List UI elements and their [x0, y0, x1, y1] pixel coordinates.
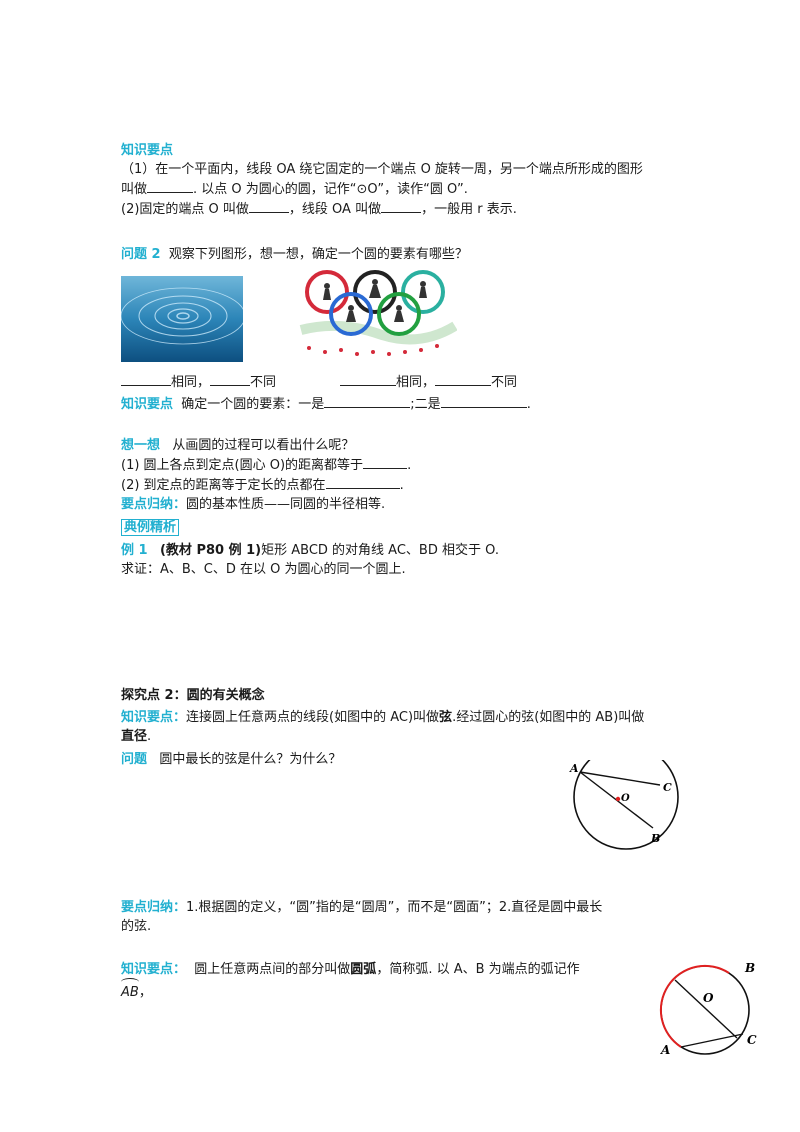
knowledge-heading: 知识要点： — [121, 962, 187, 977]
definition-line-3: (2)固定的端点 O 叫做，线段 OA 叫做，一般用 r 表示. — [121, 199, 681, 219]
question-label: 问题 2 — [121, 247, 161, 262]
blank — [363, 455, 408, 469]
blank — [435, 372, 492, 386]
knowledge-section-2: 知识要点 确定一个圆的要素：一是;二是. — [121, 394, 721, 414]
definition-line-1: （1）在一个平面内，线段 OA 绕它固定的一个端点 O 旋转一周，另一个端点所形… — [121, 162, 643, 177]
definition-line-2: 叫做. 以点 O 为圆心的圆，记作“⊙O”，读作“圆 O”. — [121, 179, 681, 199]
knowledge-section-4: 知识要点： 圆上任意两点间的部分叫做圆弧，简称弧. 以 A、B 为端点的弧记作 … — [121, 962, 580, 1002]
blank — [121, 372, 171, 386]
summary-label: 要点归纳： — [121, 900, 187, 915]
blank — [325, 475, 400, 489]
example-label: 例 1 — [121, 543, 148, 558]
question-label: 问题 — [121, 752, 148, 767]
proof-statement: 求证：A、B、C、D 在以 O 为圆心的同一个圆上. — [121, 562, 406, 577]
knowledge-heading: 知识要点 — [121, 397, 174, 412]
point-a-label: A — [569, 762, 579, 775]
center-o-label: O — [621, 793, 630, 804]
blank — [324, 394, 411, 408]
typical-examples-heading: 典例精析 — [121, 518, 681, 537]
summary-section-2: 要点归纳：1.根据圆的定义，“圆”指的是“圆周”，而不是“圆面”；2.直径是圆中… — [121, 900, 603, 934]
think-section: 想一想 从画圆的过程可以看出什么呢？ (1) 圆上各点到定点(圆心 O)的距离都… — [121, 438, 412, 512]
knowledge-section-1: 知识要点 （1）在一个平面内，线段 OA 绕它固定的一个端点 O 旋转一周，另一… — [121, 141, 681, 219]
blank — [210, 372, 251, 386]
summary-label: 要点归纳： — [121, 497, 187, 512]
water-ripple-image — [120, 276, 246, 362]
blank — [248, 199, 289, 213]
question-text: 观察下列图形，想一想，确定一个圆的要素有哪些？ — [168, 247, 468, 262]
question-3: 问题 圆中最长的弦是什么？为什么？ — [121, 752, 342, 767]
fill-in-line: 相同，不同相同，不同 — [121, 372, 721, 392]
point-b-label: B — [744, 961, 755, 975]
question-2: 问题 2 观察下列图形，想一想，确定一个圆的要素有哪些？ — [121, 245, 681, 264]
chord-diameter-figure: A C B O — [566, 744, 686, 855]
blank — [381, 199, 422, 213]
point-a-label: A — [660, 1043, 670, 1057]
arc-figure: B O C A — [655, 958, 770, 1060]
center-o-label: O — [703, 991, 714, 1005]
knowledge-section-3: 知识要点：连接圆上任意两点的线段(如图中的 AC)叫做弦.经过圆心的弦(如图中的… — [121, 710, 645, 744]
section-2-title: 探究点 2：圆的有关概念 — [121, 688, 265, 703]
point-b-label: B — [650, 832, 660, 845]
blank — [440, 394, 527, 408]
example-1: 例 1 (教材 P80 例 1)矩形 ABCD 的对角线 AC、BD 相交于 O… — [121, 541, 681, 579]
think-label: 想一想 — [121, 438, 161, 453]
knowledge-heading: 知识要点： — [121, 710, 187, 725]
knowledge-heading: 知识要点 — [121, 143, 174, 158]
point-c-label: C — [663, 781, 672, 794]
olympic-rings-image — [299, 268, 458, 363]
blank — [340, 372, 397, 386]
arc-notation: AB — [121, 978, 139, 1002]
point-c-label: C — [747, 1033, 757, 1047]
blank — [147, 179, 194, 193]
